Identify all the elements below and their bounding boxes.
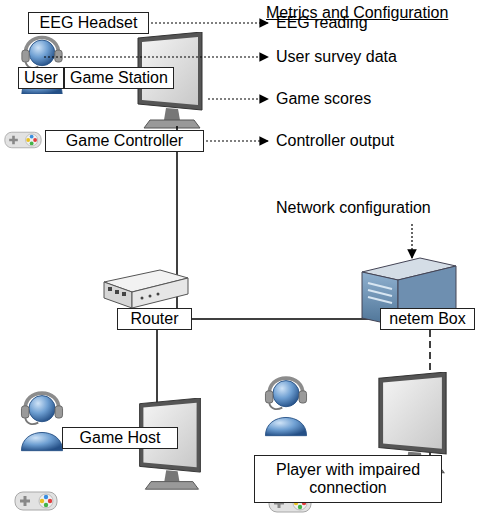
metric-label: EEG reading xyxy=(276,13,368,33)
config-arrow xyxy=(411,224,412,258)
metric-arrow xyxy=(44,56,268,57)
node-label: Game Controller xyxy=(51,132,198,150)
metric-label: Network configuration xyxy=(276,198,431,218)
metric-arrow xyxy=(151,22,268,23)
node-label: EEG Headset xyxy=(34,14,143,32)
network-link xyxy=(192,318,380,320)
role-box: User xyxy=(18,67,64,89)
player-icon xyxy=(265,378,306,436)
metric-label: User survey data xyxy=(276,47,397,67)
device-box: netem Box xyxy=(380,308,475,330)
metric-label: Controller output xyxy=(276,131,394,151)
device-box: Game Controller xyxy=(45,130,204,152)
role-box: Player with impaired connection xyxy=(254,455,442,503)
device-box: Router xyxy=(117,308,192,330)
user-icon xyxy=(22,38,62,94)
metric-arrow xyxy=(206,140,268,141)
gamepad-icon xyxy=(5,132,41,148)
metric-label: Game scores xyxy=(276,89,371,109)
node-label: netem Box xyxy=(386,310,469,328)
device-box: EEG Headset xyxy=(28,12,149,34)
host-icon xyxy=(21,393,62,451)
metric-arrow xyxy=(208,98,268,99)
router-icon xyxy=(104,270,188,308)
role-box: Game Host xyxy=(62,427,178,449)
gamepad-icon xyxy=(15,492,57,510)
node-label: Player with impaired connection xyxy=(261,461,435,497)
node-label: Game Station xyxy=(70,69,168,87)
node-label: Router xyxy=(123,310,186,328)
device-box: Game Station xyxy=(64,67,174,89)
node-label: User xyxy=(24,69,58,87)
node-label: Game Host xyxy=(68,429,172,447)
